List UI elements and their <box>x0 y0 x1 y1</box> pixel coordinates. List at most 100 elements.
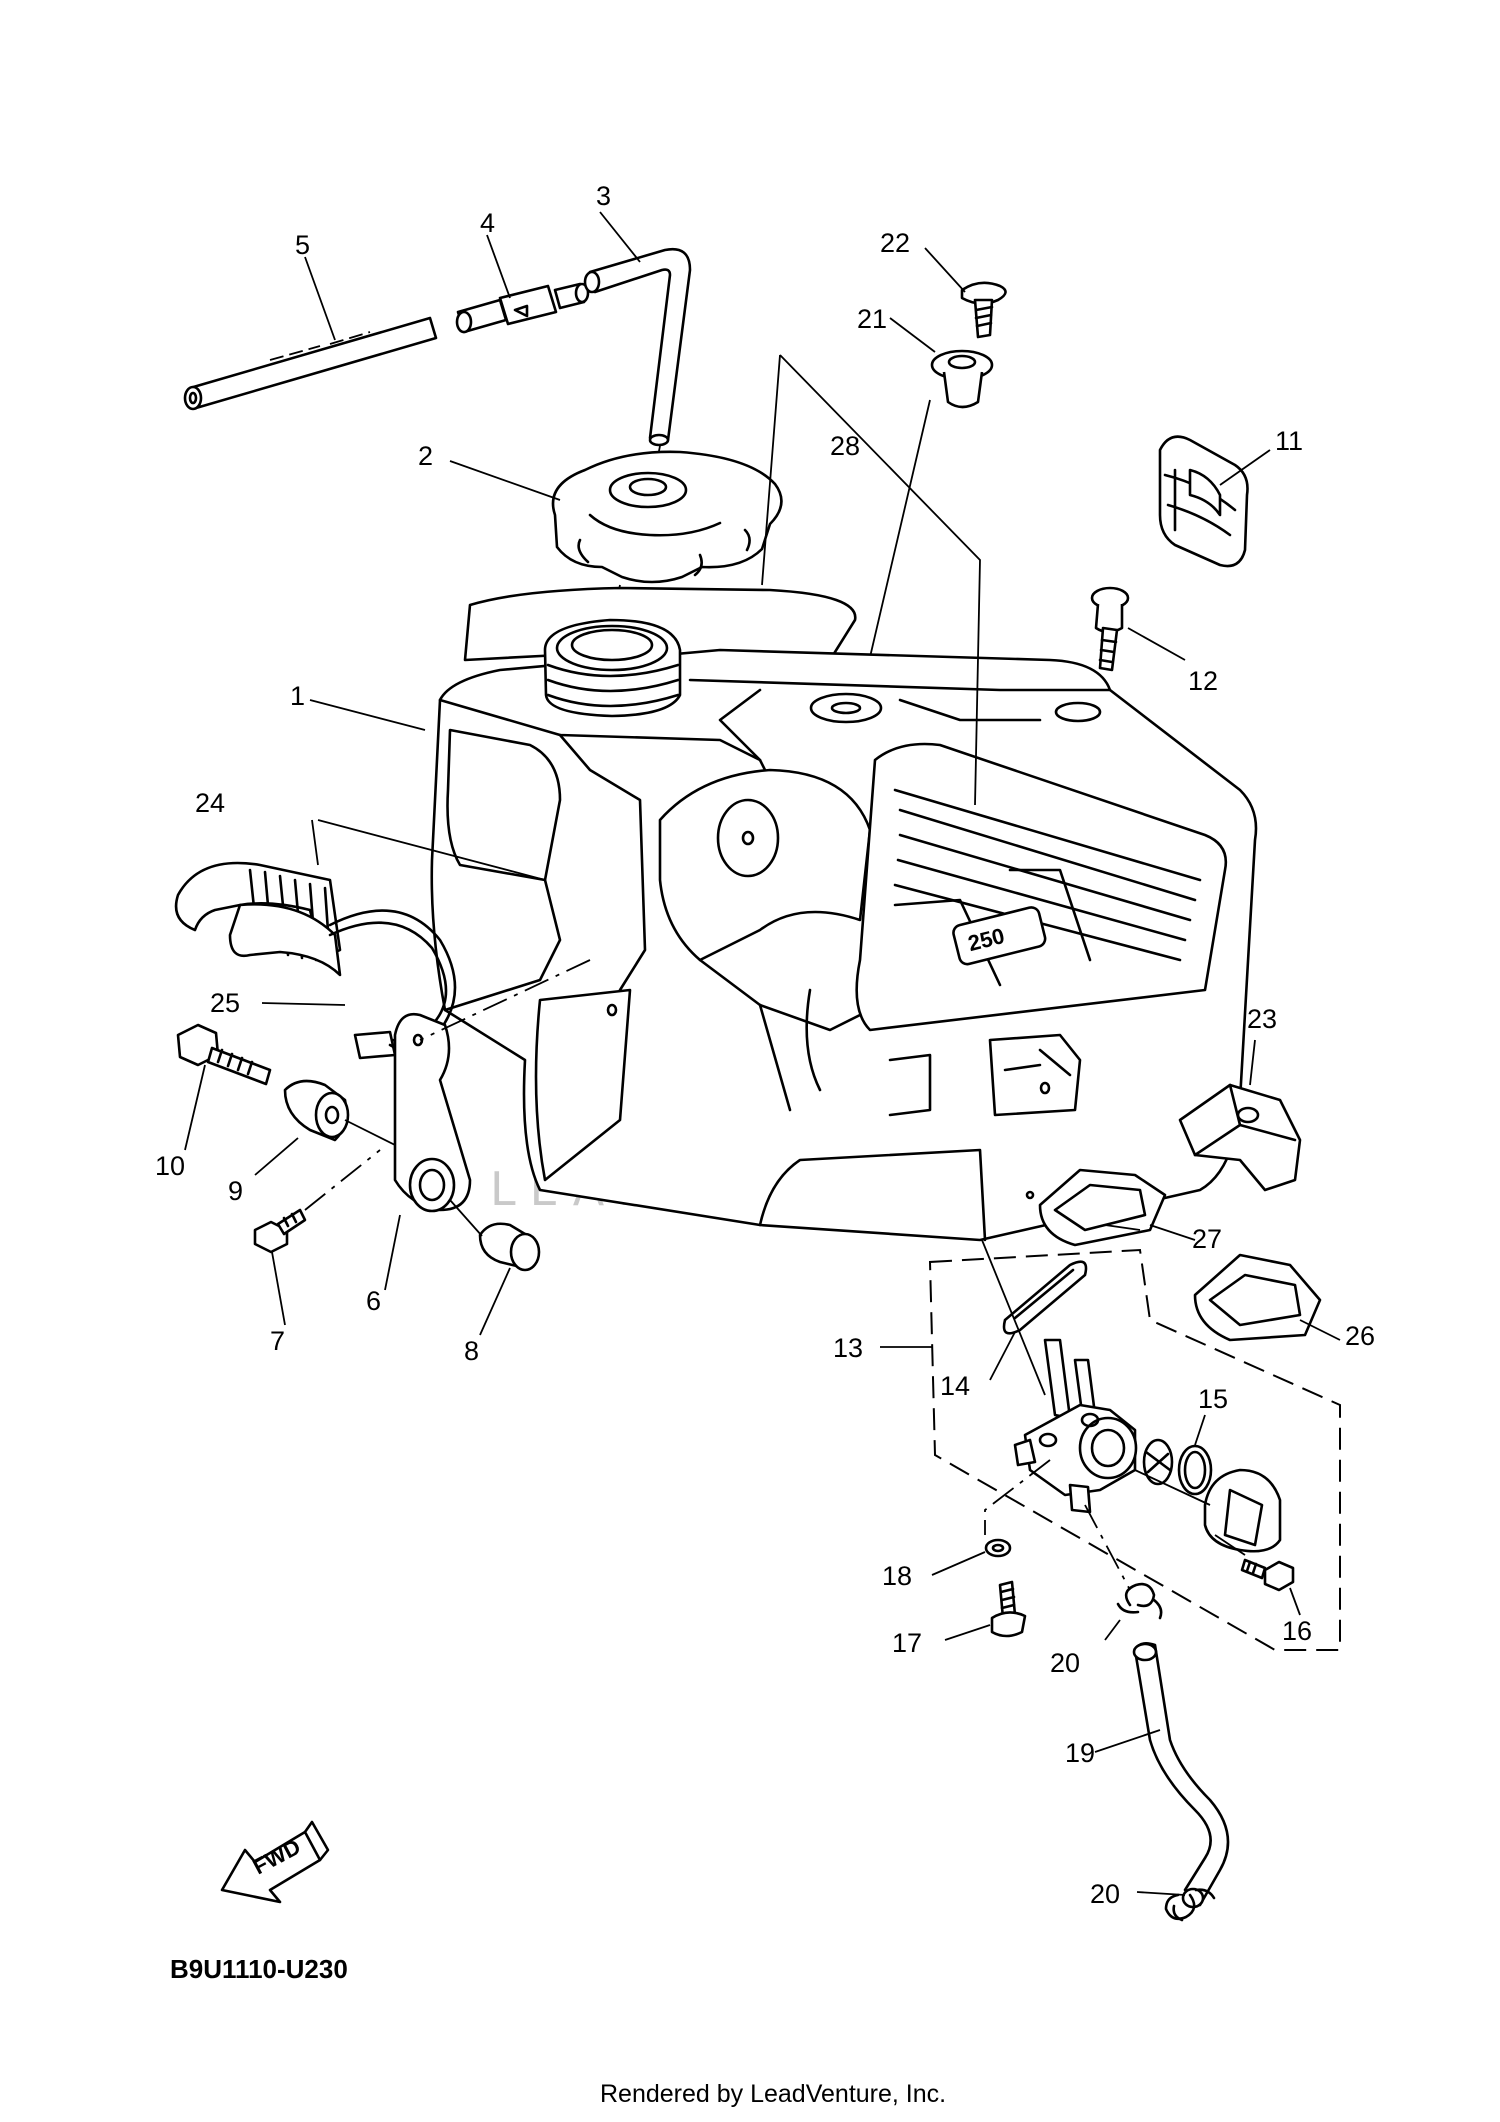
callout-11: 11 <box>1275 426 1303 456</box>
tank-emblem: 250 <box>952 906 1047 966</box>
leader-9-to-bracket <box>344 1119 396 1146</box>
leader-18 <box>931 1551 986 1576</box>
diagram-code: B9U1110-U230 <box>170 1954 348 1984</box>
leader-23 <box>1249 1039 1256 1086</box>
callout-28: 28 <box>830 431 860 461</box>
leader-28 <box>761 354 981 806</box>
callout-3: 3 <box>596 181 611 211</box>
callout-6: 6 <box>366 1286 381 1316</box>
part-15-o-ring <box>1177 1444 1213 1496</box>
leader-5 <box>304 256 336 341</box>
leader-26 <box>1299 1319 1341 1341</box>
leader-14-to-cock <box>981 1239 1046 1396</box>
part-14-gasket <box>1002 1260 1088 1335</box>
part-12-bolt <box>1090 586 1130 672</box>
leader-27-b <box>1104 1224 1141 1231</box>
part-7-bolt <box>253 1208 307 1254</box>
callout-20-upper: 20 <box>1050 1648 1080 1678</box>
fuel-cock-body <box>1013 1338 1138 1514</box>
callout-1: 1 <box>290 681 305 711</box>
leader-1 <box>309 699 426 731</box>
callout-labels: 1 2 3 4 5 6 7 8 9 10 11 12 13 14 15 16 1… <box>155 181 1375 1909</box>
part-5-breather-hose <box>183 316 438 411</box>
part-11-hose-clip <box>1158 435 1249 568</box>
leader-24-to-tank <box>311 819 546 881</box>
callout-8: 8 <box>464 1336 479 1366</box>
callout-27: 27 <box>1192 1224 1222 1254</box>
footer-credit: Rendered by LeadVenture, Inc. <box>600 2080 946 2108</box>
leader-27 <box>1149 1224 1196 1241</box>
leader-17 <box>944 1624 991 1641</box>
leader-14 <box>989 1331 1016 1381</box>
part-9-damper <box>283 1079 350 1142</box>
leader-8-axis <box>449 1199 483 1237</box>
callout-14: 14 <box>940 1371 970 1401</box>
leader-10 <box>184 1064 206 1151</box>
callout-21: 21 <box>857 304 887 334</box>
callout-12: 12 <box>1188 666 1218 696</box>
part-2-fuel-cap <box>551 450 783 584</box>
callout-7: 7 <box>270 1326 285 1356</box>
callout-19: 19 <box>1065 1738 1095 1768</box>
part-1-fuel-tank: 250 <box>430 586 1258 1242</box>
callout-16: 16 <box>1282 1616 1312 1646</box>
leader-7-to-bracket <box>304 1149 381 1211</box>
leader-16-to-lever <box>1214 1534 1246 1556</box>
leader-2 <box>449 460 561 501</box>
part-27-damper-pad <box>1038 1168 1167 1247</box>
callout-9: 9 <box>228 1176 243 1206</box>
part-18-washer <box>984 1538 1012 1558</box>
leader-7 <box>271 1251 286 1326</box>
part-6-bracket <box>393 1012 472 1213</box>
leader-11 <box>1219 449 1271 486</box>
leader-18-to-cock <box>984 1459 1051 1535</box>
callout-22: 22 <box>880 228 910 258</box>
part-23-holder <box>1178 1083 1302 1192</box>
fuel-cock-lever-plate <box>1142 1438 1174 1486</box>
callout-4: 4 <box>480 208 495 238</box>
fuel-cock-lever <box>1203 1468 1282 1553</box>
callout-26: 26 <box>1345 1321 1375 1351</box>
callout-25: 25 <box>210 988 240 1018</box>
callout-2: 2 <box>418 441 433 471</box>
leader-12 <box>1127 627 1186 661</box>
part-19-fuel-hose <box>1132 1642 1230 1909</box>
part-20-clip-lower <box>1164 1888 1216 1922</box>
leader-22 <box>924 247 966 293</box>
leader-9 <box>254 1137 299 1176</box>
leader-21-to-tank <box>859 399 931 701</box>
leader-21 <box>889 317 936 353</box>
leader-16 <box>1289 1587 1301 1616</box>
leader-19 <box>1094 1729 1161 1753</box>
leader-3 <box>599 211 641 263</box>
leader-20a <box>1104 1619 1121 1641</box>
part-26-damper-pad <box>1193 1253 1322 1342</box>
leader-4 <box>486 234 511 299</box>
part-20-clip-upper <box>1116 1582 1163 1620</box>
part-13-fuel-cock-assembly-outline <box>928 1248 1341 1651</box>
part-10-bolt <box>176 1023 272 1086</box>
part-22-screw <box>960 281 1007 339</box>
forward-direction-arrow: FWD <box>220 1820 330 1904</box>
leader-8 <box>479 1267 511 1336</box>
callout-17: 17 <box>892 1628 922 1658</box>
callout-15: 15 <box>1198 1384 1228 1414</box>
callout-10: 10 <box>155 1151 185 1181</box>
leader-20-to-cock <box>1084 1504 1131 1591</box>
part-8-collar <box>478 1222 541 1272</box>
callout-20-lower: 20 <box>1090 1879 1120 1909</box>
callout-24: 24 <box>195 788 225 818</box>
leader-25 <box>261 1002 346 1006</box>
leader-20b <box>1136 1891 1186 1896</box>
callout-5: 5 <box>295 230 310 260</box>
part-17-bolt <box>990 1580 1027 1638</box>
callout-18: 18 <box>882 1561 912 1591</box>
leader-6 <box>384 1214 401 1291</box>
part-16-screw <box>1240 1558 1295 1592</box>
part-24-cushion <box>174 861 342 977</box>
part-21-damper <box>930 349 994 409</box>
part-4-check-valve <box>455 282 590 334</box>
leader-lever-axis <box>1134 1469 1211 1506</box>
callout-13: 13 <box>833 1333 863 1363</box>
